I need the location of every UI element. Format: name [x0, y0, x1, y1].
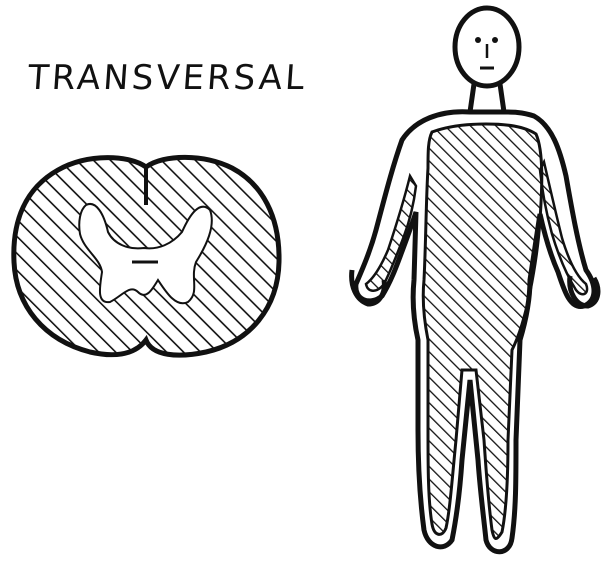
- left-eye: [475, 37, 481, 43]
- body-figure: [352, 8, 598, 552]
- spinal-cord-cross-section: [14, 157, 279, 355]
- right-eye: [492, 37, 498, 43]
